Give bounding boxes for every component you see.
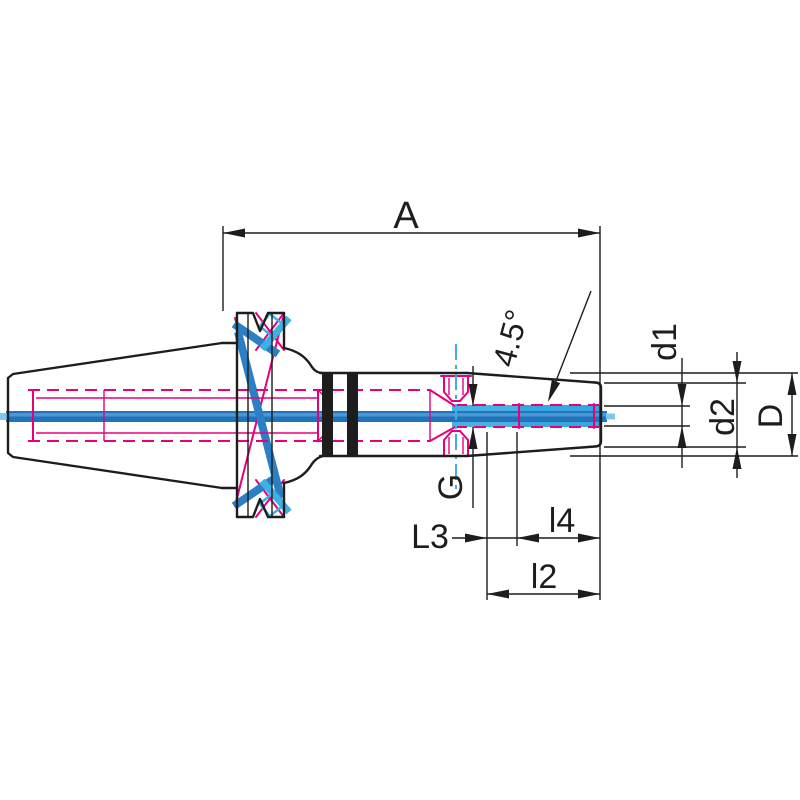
arrowhead [732,361,742,383]
dim-l2-label: l2 [531,558,557,596]
dim-d1-label: d1 [646,323,684,361]
dimension-L3-l4: L3 l4 [411,432,600,600]
shank-flange-step [220,341,239,490]
dim-d2-label: d2 [704,398,742,436]
arrowhead [517,533,539,543]
taper-shank [6,341,224,490]
gripper-blue-band [231,472,281,510]
taper-angle-label: 4.5° [486,306,536,371]
dim-L3-label: L3 [411,518,449,556]
dim-A-label: A [393,195,419,237]
extension-line [604,382,746,448]
arrowhead [578,589,600,599]
dimension-A: A [222,195,601,600]
flange-body-fillet-top [282,346,325,375]
bore-end-cone [429,389,456,442]
gripper-blue-band [234,330,285,500]
coolant-channel [0,411,615,422]
ring-band [347,374,358,455]
gripper-blue-band [231,320,281,358]
arrowhead [548,379,561,402]
angle-leader-line [548,290,592,400]
arrowhead [787,373,797,395]
dimension-angle: 4.5° [486,290,592,402]
dimension-d1: d1 [604,323,690,468]
part-outline [6,311,603,519]
extension-line [604,405,690,427]
internal-thread-bore [28,389,599,442]
dim-D-label: D [752,404,790,429]
radial-thread-lower [443,430,469,457]
extension-line [570,372,798,457]
arrowhead [787,434,797,456]
ring-band [322,374,333,455]
arrowhead [732,447,742,469]
nose-end-face [593,381,603,448]
dim-G-label: G [432,474,470,500]
arrowhead [578,228,600,238]
radial-thread-lower-flanks [448,437,464,454]
coolant-stub-right [606,413,615,420]
dim-l4-label: l4 [549,502,575,540]
flange-collar-edges [247,313,273,517]
dimension-D: D [570,372,798,457]
arrowhead [677,384,687,406]
coolant-bore-highlight [6,413,607,417]
body-cylinder [318,371,469,458]
flange-body-fillet-bottom [282,454,325,485]
arrowhead [468,427,478,449]
dimension-l2: l2 [487,558,600,599]
radial-thread-upper [443,375,469,402]
arrowhead [578,533,600,543]
flange-v-groove-bottom [235,497,286,519]
arrowhead [465,533,487,543]
coolant-stub-left [0,413,7,420]
dimension-d2: d2 [604,352,746,478]
flange-v-groove-top [235,311,286,333]
arrowhead [468,384,478,406]
arrowhead [223,228,245,238]
arrowhead [487,589,509,599]
nose-taper-4p5deg [465,371,597,458]
radial-thread-upper-flanks [448,378,464,395]
dimension-G: G [432,366,478,508]
arrowhead [677,426,687,448]
